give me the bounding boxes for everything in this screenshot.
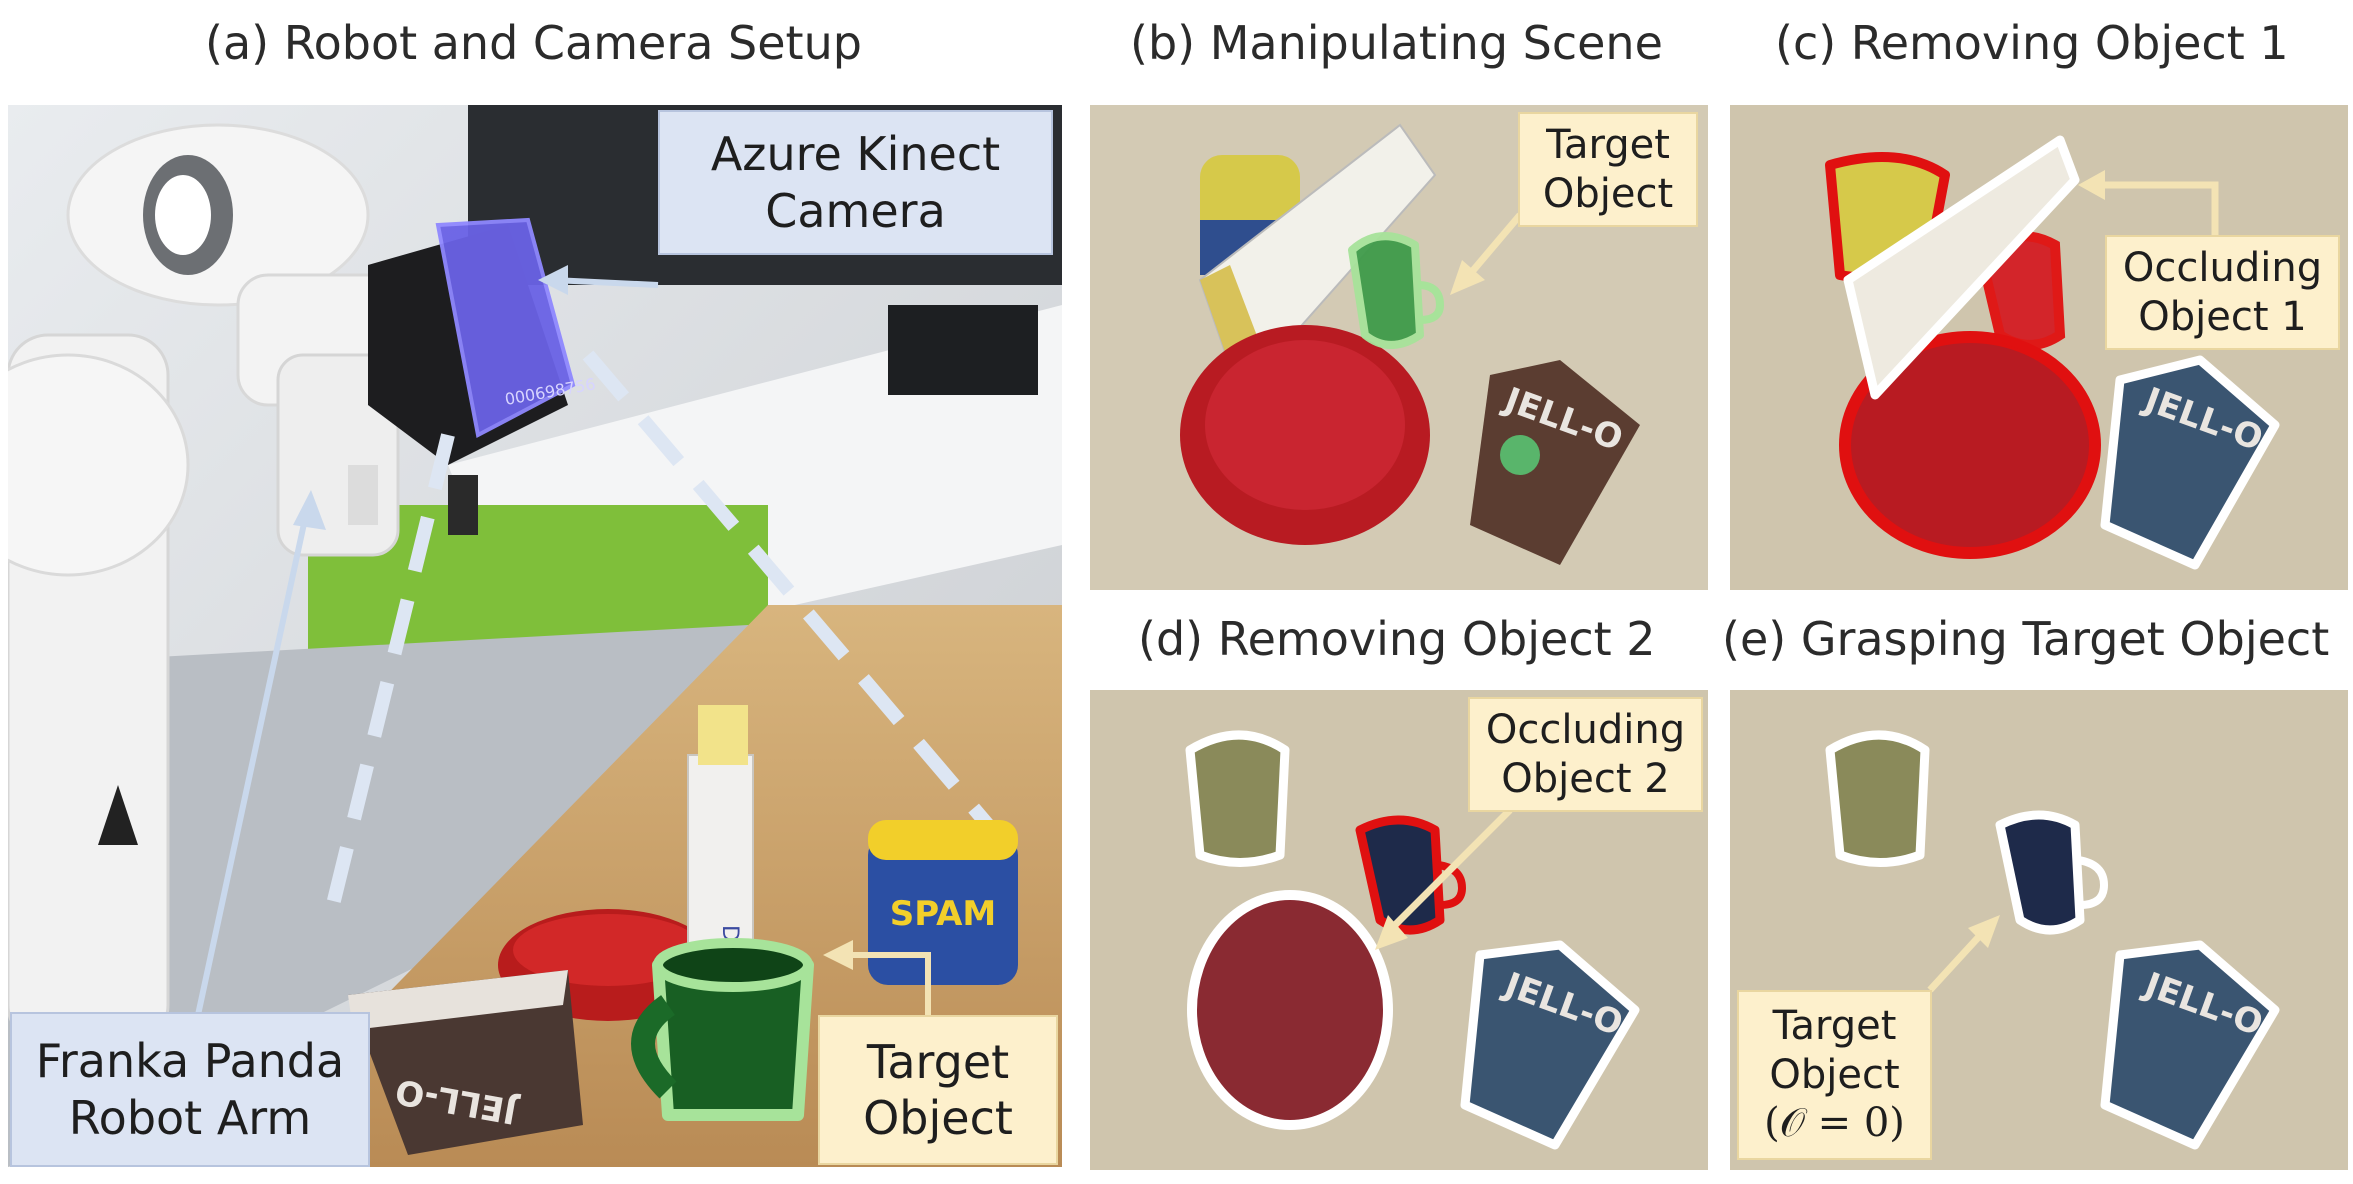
label-occluding-object-1: Occluding Object 1 [2105, 235, 2340, 350]
label-azure-line1: Azure Kinect [710, 127, 1001, 182]
caption-a: (a) Robot and Camera Setup [205, 16, 862, 70]
label-occluding1-line2: Object 1 [2138, 293, 2307, 340]
scene-e-illustration: JELL-O [1730, 690, 2348, 1170]
label-target-object-e: Target Object (𝒪 = 0) [1737, 990, 1932, 1160]
label-target-b-line1: Target [1546, 121, 1670, 168]
caption-d: (d) Removing Object 2 [1138, 612, 1656, 666]
scene-b-illustration: JELL-O [1090, 105, 1708, 590]
camera-highlight [435, 217, 576, 439]
label-target-e-line1: Target [1772, 1002, 1897, 1049]
label-target-e-line3: (𝒪 = 0) [1764, 1100, 1905, 1147]
label-occluding2-line1: Occluding [1485, 706, 1686, 753]
panel-robot-setup-photo: 000698756 Domino SPAM JELL-O [8, 105, 1062, 1167]
robot-setup-illustration: 000698756 Domino SPAM JELL-O [8, 105, 1062, 1167]
label-target-object-a: Target Object [818, 1015, 1058, 1165]
caption-c: (c) Removing Object 1 [1775, 16, 2289, 70]
label-target-a-line2: Object [863, 1091, 1013, 1145]
caption-e: (e) Grasping Target Object [1722, 612, 2330, 666]
panel-grasping-target-object: JELL-O [1730, 690, 2348, 1170]
label-franka-line2: Robot Arm [68, 1090, 312, 1145]
label-target-a-line1: Target [866, 1034, 1010, 1089]
camera-view-line-right [582, 350, 994, 830]
label-azure-line2: Camera [765, 183, 946, 238]
label-azure-kinect-camera: Azure Kinect Camera [658, 110, 1053, 255]
panel-manipulating-scene: JELL-O [1090, 105, 1708, 590]
label-target-b-line2: Object [1542, 170, 1674, 217]
label-target-e-line2: Object [1769, 1051, 1900, 1098]
caption-b: (b) Manipulating Scene [1130, 16, 1663, 70]
label-franka-panda-robot-arm: Franka Panda Robot Arm [10, 1012, 370, 1167]
label-franka-line1: Franka Panda [35, 1034, 345, 1089]
spam-text: SPAM [890, 894, 996, 934]
label-occluding1-line1: Occluding [2122, 244, 2323, 291]
label-target-object-b: Target Object [1518, 112, 1698, 227]
label-occluding-object-2: Occluding Object 2 [1468, 697, 1703, 812]
label-occluding2-line2: Object 2 [1501, 755, 1670, 802]
